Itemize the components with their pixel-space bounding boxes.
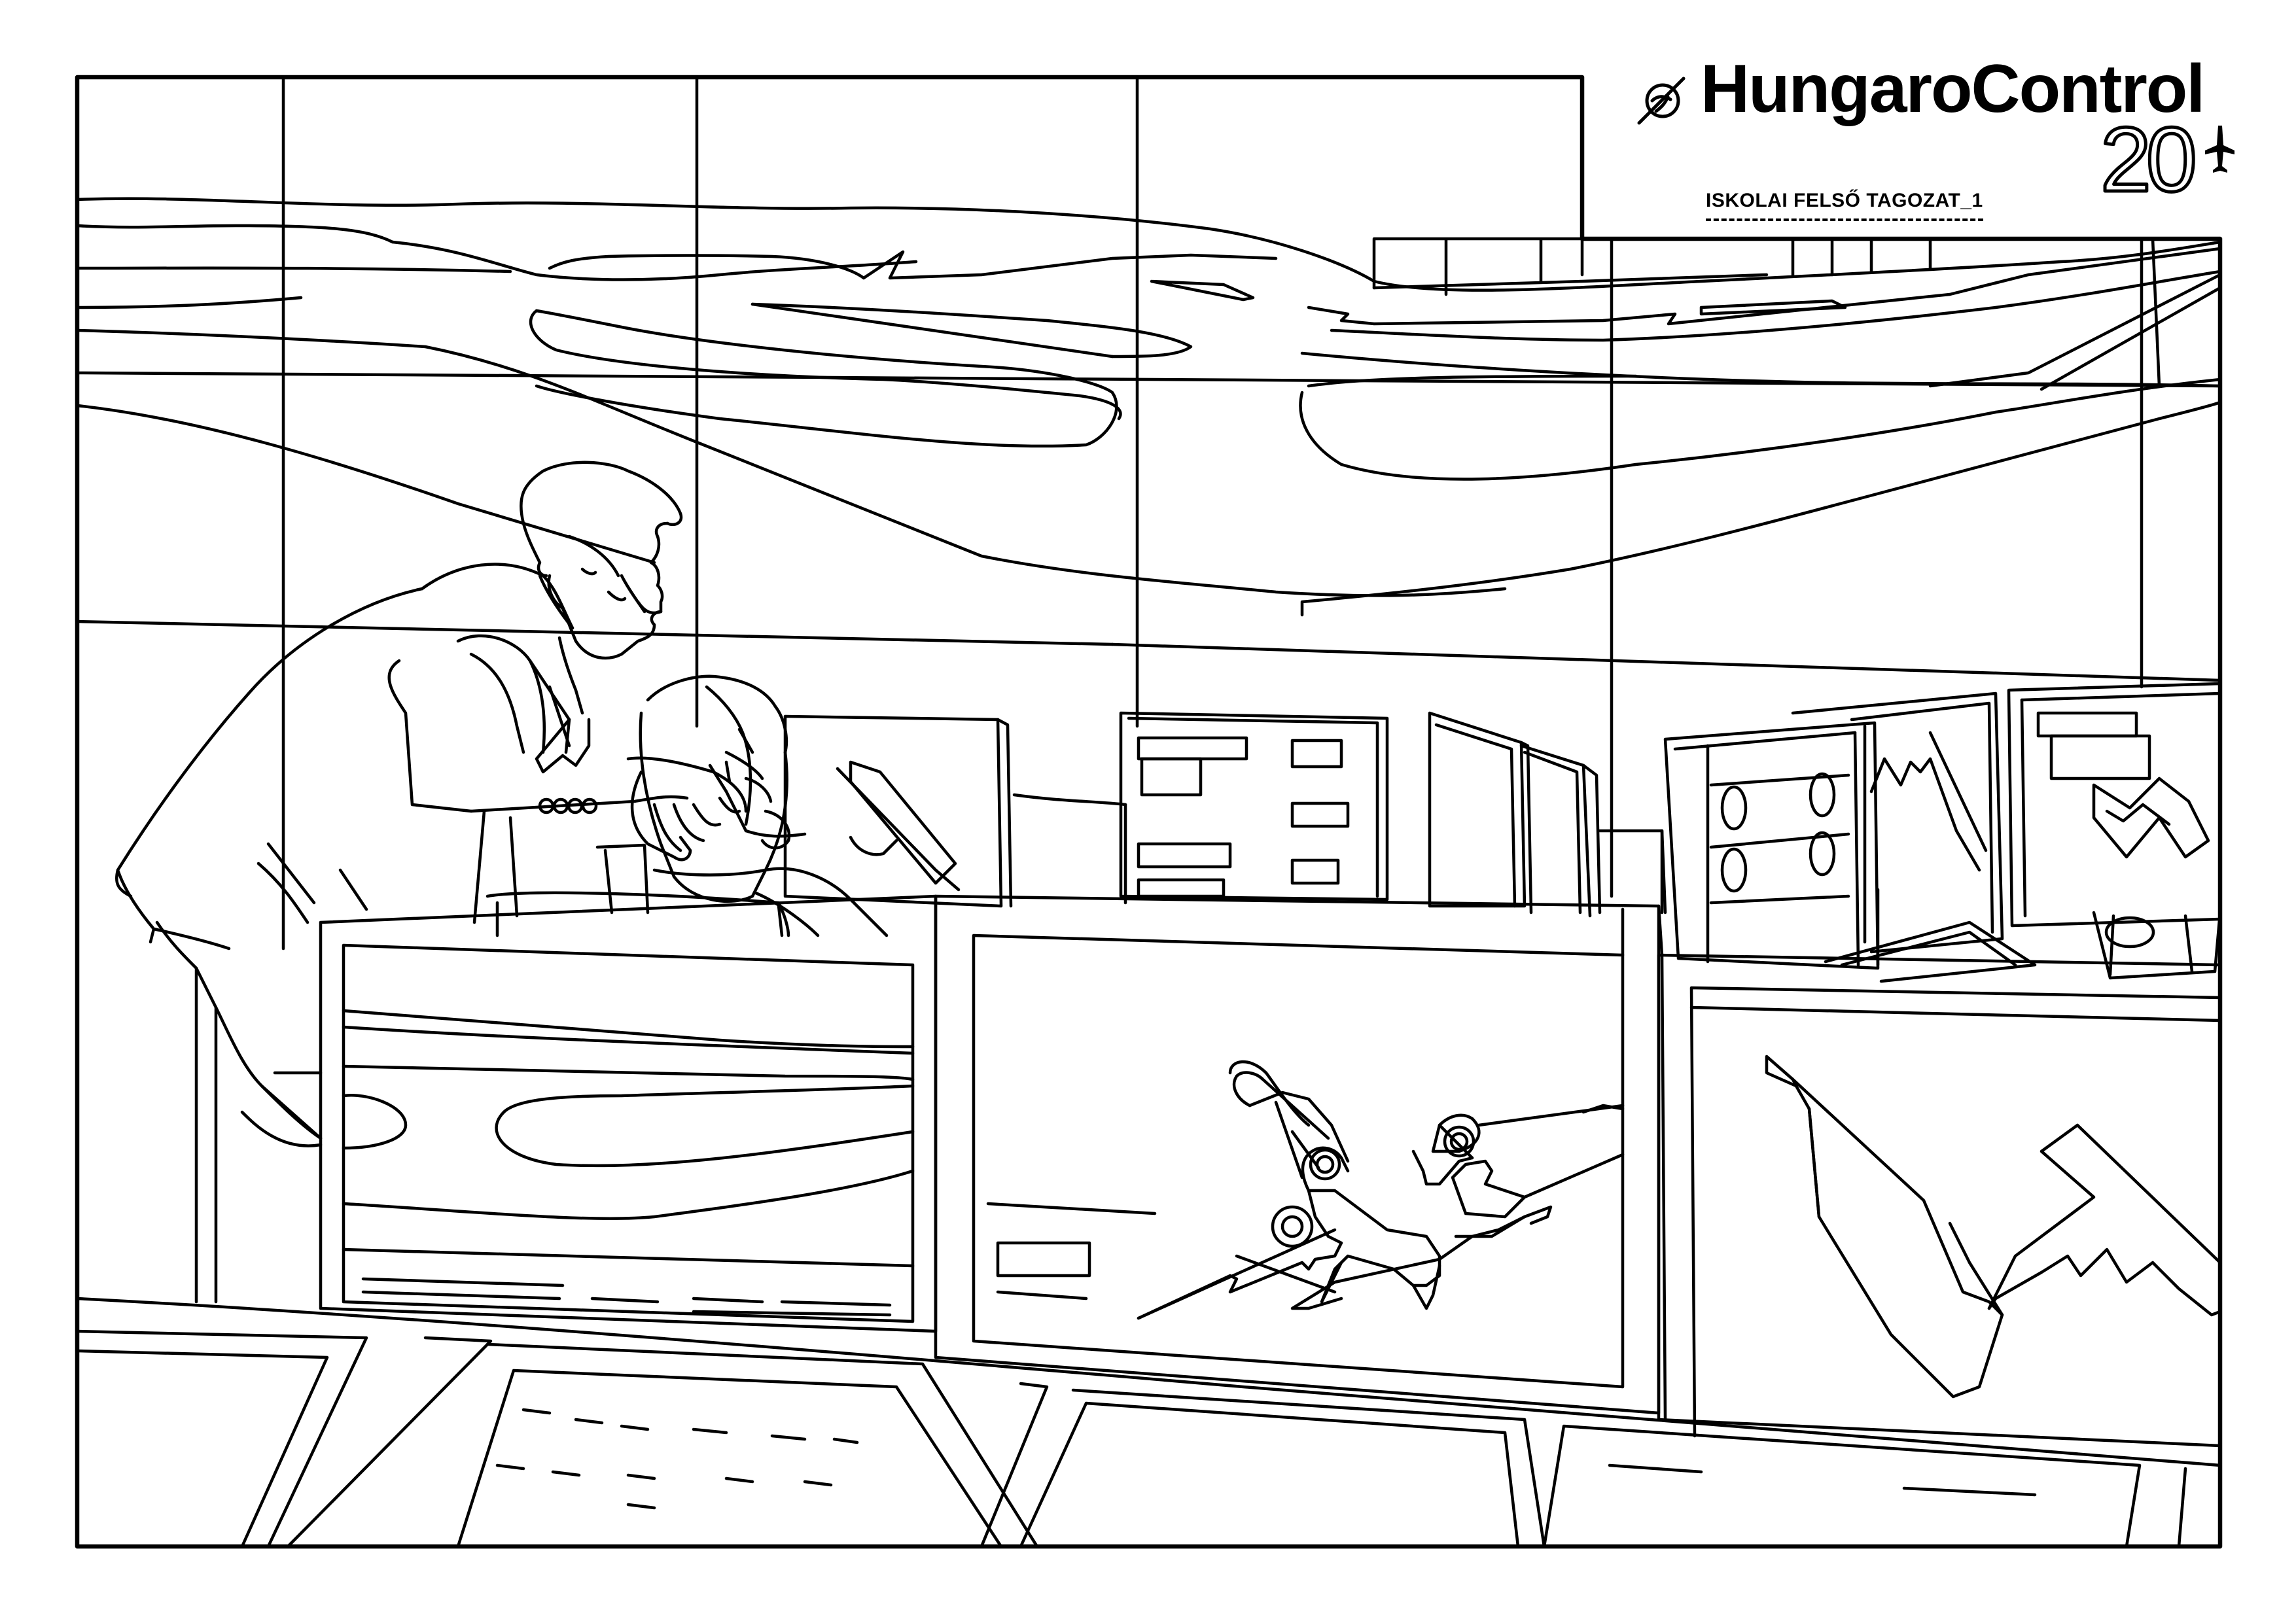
brand-name: HungaroControl [1701,51,2205,127]
page-frame [75,75,2223,1549]
anniversary-mark: 20 [2099,107,2234,213]
hungarocontrol-compass-logo-icon [1633,71,1689,130]
brand-header: HungaroControl 20 [1633,55,2241,234]
airport-view [75,197,2222,617]
airplane-icon [2205,126,2234,173]
front-desk-monitors [319,894,2222,1448]
back-monitors [783,682,2222,983]
foreground-console [75,1297,2222,1548]
monitor-stands [1621,904,1667,1422]
anniversary-number: 20 [2100,113,2194,211]
section-label: ISKOLAI FELSŐ TAGOZAT_1 [1706,190,1983,221]
seated-controller-figure [486,674,889,937]
standing-supervisor-figure [115,461,748,1304]
